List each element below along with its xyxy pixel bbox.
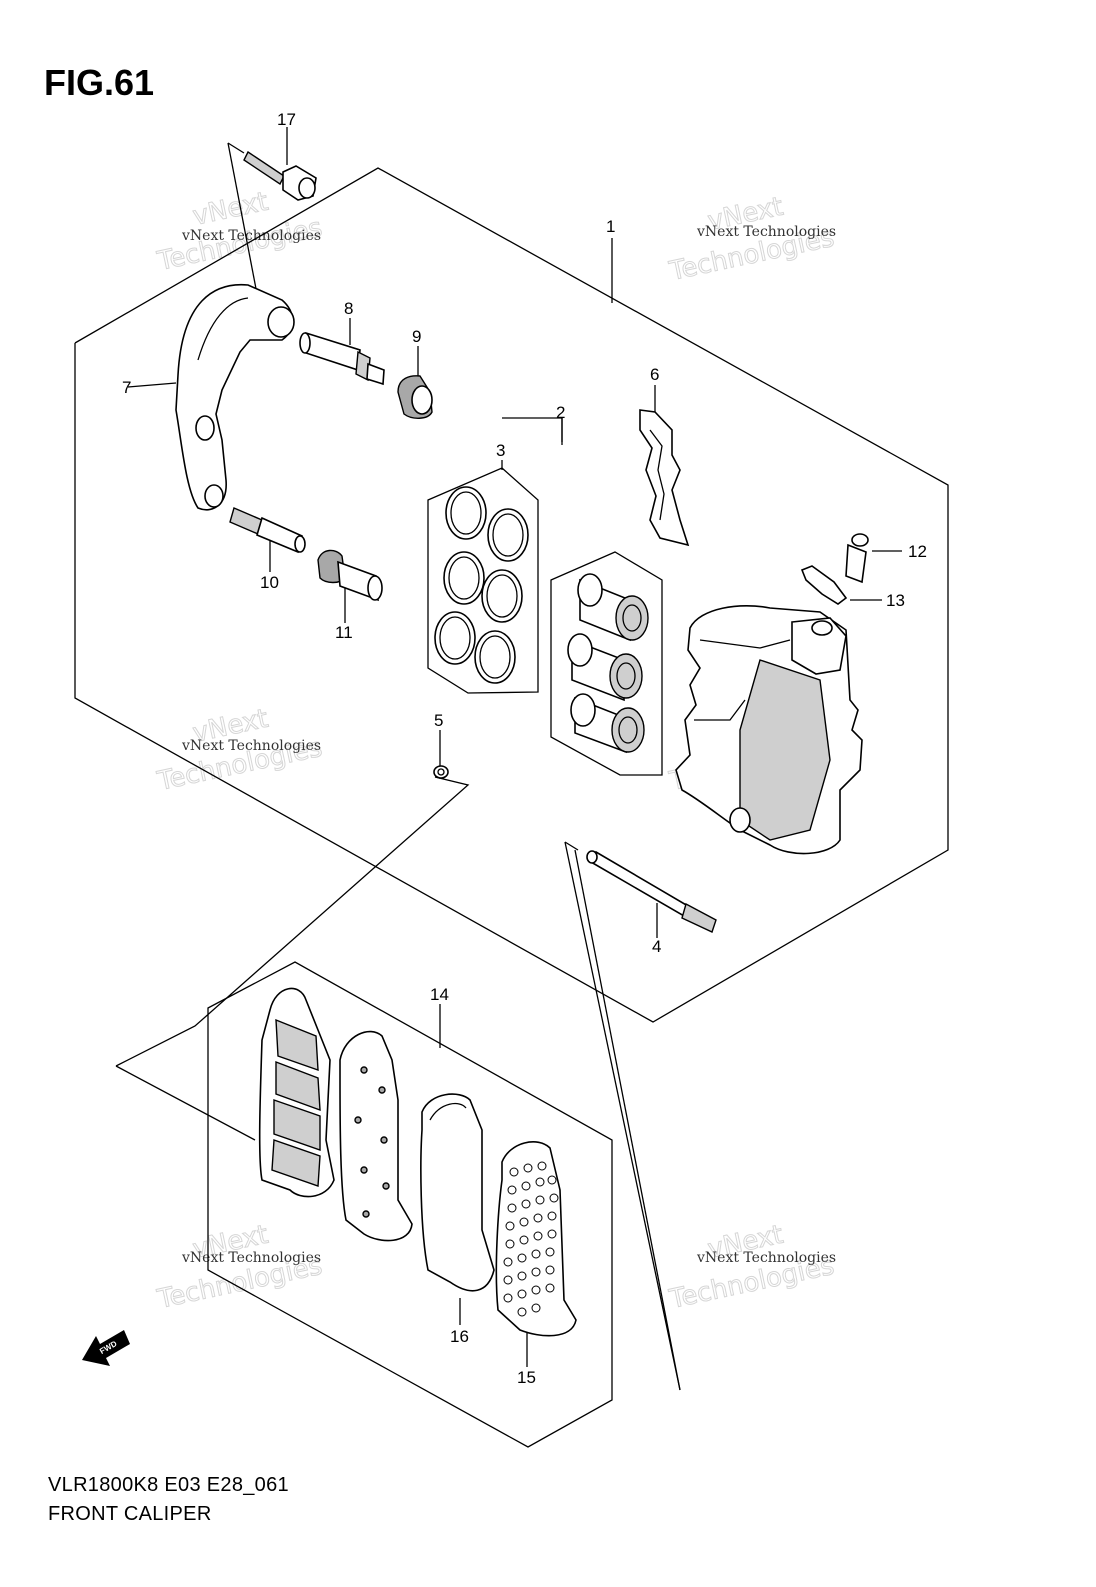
watermark-text: vNext Technologies — [696, 1250, 836, 1266]
callout-numbers: 1 2 3 4 5 6 7 8 9 10 11 12 13 14 15 16 1… — [122, 110, 927, 1387]
callout-13: 13 — [886, 591, 905, 610]
figure-title: FIG.61 — [44, 62, 155, 103]
callout-12: 12 — [908, 542, 927, 561]
part-6-spring — [639, 409, 690, 547]
callout-3: 3 — [496, 441, 505, 460]
callout-16: 16 — [450, 1327, 469, 1346]
part-7-bracket — [175, 283, 295, 511]
callout-17: 17 — [277, 110, 296, 129]
callout-15: 15 — [517, 1368, 536, 1387]
caliper-body — [675, 605, 863, 855]
callout-9: 9 — [412, 327, 421, 346]
outline-piston-kit — [550, 551, 663, 776]
callout-11: 11 — [335, 623, 353, 642]
figure-code: VLR1800K8 E03 E28_061 — [48, 1474, 289, 1496]
callout-5: 5 — [434, 711, 443, 730]
callout-4: 4 — [652, 937, 661, 956]
part-17-bolt — [243, 150, 317, 201]
assembly-outlines — [74, 142, 949, 1448]
watermark-text: vNext Technologies — [696, 224, 836, 240]
part-11-pin — [317, 549, 383, 602]
watermark-text: vNext Technologies — [181, 1250, 321, 1266]
callout-1: 1 — [606, 217, 615, 236]
part-4-pad-pin — [586, 850, 717, 933]
part-16-shim — [420, 1093, 495, 1292]
part-10-pin — [229, 507, 306, 554]
callout-2: 2 — [556, 403, 565, 422]
part-9-boot — [397, 375, 433, 419]
part-15-shim-plate — [495, 1141, 577, 1337]
part-13-cap — [800, 565, 848, 605]
watermark-text: vNext Technologies — [181, 738, 321, 754]
part-2-pistons — [567, 573, 649, 754]
part-8-pin — [299, 331, 385, 386]
callout-8: 8 — [344, 299, 353, 318]
part-pad-outer — [339, 1030, 413, 1242]
callout-leaders — [127, 127, 902, 1367]
callout-14: 14 — [430, 985, 449, 1004]
callout-6: 6 — [650, 365, 659, 384]
outline-main-assembly — [74, 167, 949, 1023]
callout-10: 10 — [260, 573, 279, 592]
watermark-text: vNext Technologies — [181, 228, 321, 244]
figure-name: FRONT CALIPER — [48, 1503, 212, 1525]
part-5-nut — [433, 765, 449, 779]
leader-pad-set — [115, 776, 470, 1067]
fwd-arrow-icon: FWD — [82, 1330, 130, 1366]
outline-pad-set — [207, 961, 613, 1448]
part-12-bleeder — [845, 533, 869, 584]
part-3-seals — [434, 486, 529, 684]
callout-7: 7 — [122, 378, 131, 397]
part-pad-inner — [258, 987, 335, 1198]
